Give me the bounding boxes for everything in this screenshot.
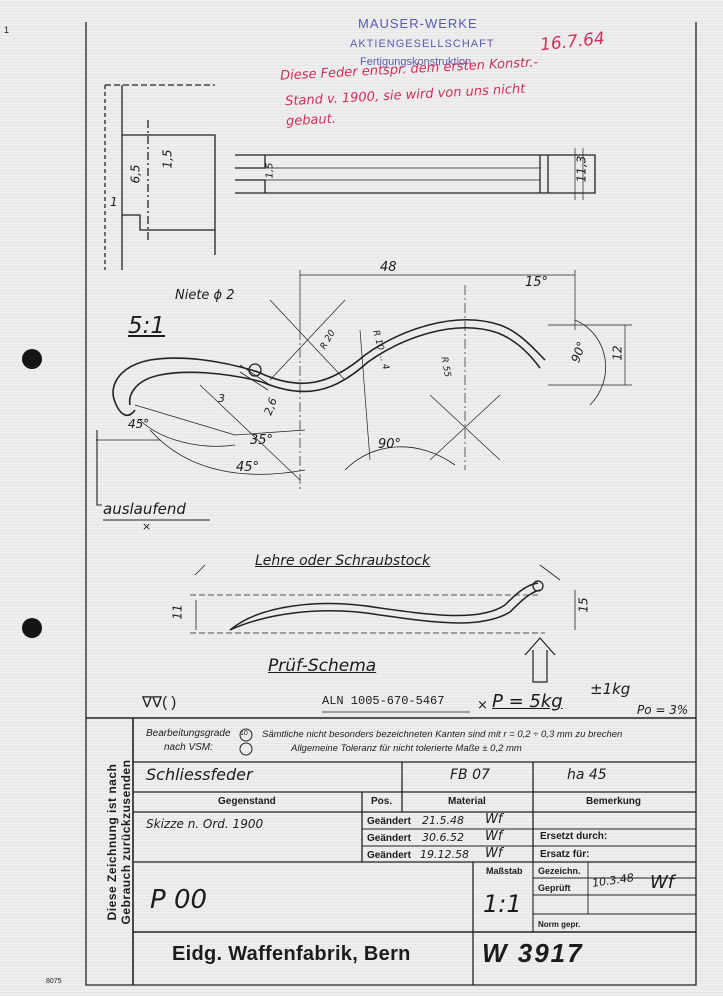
return-note-line2: Gebrauch zurückzusenden — [119, 759, 133, 925]
part-name: Schliessfeder — [146, 765, 253, 784]
dim-1: 1 — [110, 195, 118, 209]
finish-label-2: nach VSM: — [164, 742, 213, 753]
note-line3: gebaut. — [285, 111, 337, 130]
height-12: 12 — [610, 345, 625, 361]
dim-1-5-bar: 1,5 — [264, 162, 276, 179]
change-date-2: 30.6.52 — [422, 831, 464, 844]
change-sign-3: Wf — [485, 846, 503, 861]
standard-number: ALN 1005-670-5467 — [322, 694, 445, 708]
change-sign-2: Wf — [485, 829, 503, 844]
punch-hole-upper — [22, 349, 42, 369]
footer-code: 8075 — [46, 978, 62, 985]
force-tolerance: ±1kg — [590, 680, 631, 698]
rivet-label: Niete ϕ 2 — [175, 288, 235, 303]
dim-1-5-section: 1,5 — [160, 149, 175, 169]
po-value: Po = 3% — [637, 703, 689, 717]
gauge-label: Lehre oder Schraubstock — [255, 553, 431, 569]
stamp-department: Fertigungskonstruktion — [360, 56, 472, 68]
end-mark: × — [142, 520, 152, 533]
sketch-note: Skizze n. Ord. 1900 — [146, 817, 264, 831]
dim-48: 48 — [380, 260, 397, 275]
drawn-by-label: Gezeichn. — [538, 866, 581, 876]
punch-hole-lower — [22, 618, 42, 638]
angle-15: 15° — [525, 275, 549, 290]
replacement-for-label: Ersatz für: — [540, 849, 590, 860]
end-label: auslaufend — [103, 500, 186, 518]
dim-3: 3 — [218, 392, 225, 405]
stamp-company: MAUSER-WERKE — [358, 16, 478, 31]
norm-label: Norm gepr. — [538, 920, 581, 929]
edge-note: Sämtliche nicht besonders bezeichneten K… — [262, 729, 623, 740]
dim-6-5: 6,5 — [128, 164, 143, 184]
scale-label: 5:1 — [128, 313, 166, 339]
angle-90-bottom: 90° — [378, 437, 402, 452]
test-height-left: 11 — [170, 604, 185, 620]
angle-35: 35° — [250, 433, 274, 448]
checked-sign: Wf — [650, 872, 675, 893]
angle-45-hook: 45° — [128, 417, 150, 431]
header-material: Material — [448, 796, 486, 807]
header-pos: Pos. — [371, 796, 393, 807]
replaced-by-label: Ersetzt durch: — [540, 831, 608, 842]
header-bemerkung: Bemerkung — [586, 796, 642, 807]
sheet-frame — [85, 22, 697, 986]
angle-45-lower: 45° — [236, 460, 260, 475]
massstab-label: Maßstab — [486, 866, 523, 876]
massstab-value: 1:1 — [483, 890, 522, 918]
test-height-right: 15 — [576, 597, 591, 613]
test-force: P = 5kg — [492, 691, 563, 712]
spec-mark: × — [477, 698, 488, 713]
change-label-1: Geändert — [367, 816, 411, 827]
finish-label: Bearbeitungsgrade — [146, 728, 231, 739]
company-name: Eidg. Waffenfabrik, Bern — [172, 943, 411, 965]
stamp-company-type: AKTIENGESELLSCHAFT — [350, 38, 495, 50]
drawing-number: W 3917 — [482, 938, 584, 968]
corner-mark: 1 — [4, 25, 10, 35]
change-sign-1: Wf — [485, 812, 503, 827]
header-gegenstand: Gegenstand — [218, 796, 276, 807]
checked-by-label: Geprüft — [538, 883, 571, 893]
change-label-2: Geändert — [367, 833, 411, 844]
test-schema-label: Prüf-Schema — [268, 656, 377, 676]
change-date-1: 21.5.48 — [422, 814, 464, 827]
surface-symbol: ∇∇( ) — [142, 694, 177, 711]
tolerance-note: Allgemeine Toleranz für nicht tolerierte… — [291, 743, 522, 754]
drawing-code: P 00 — [150, 885, 208, 915]
change-label-3: Geändert — [367, 850, 411, 861]
part-code: FB 07 — [450, 767, 490, 783]
return-note-line1: Diese Zeichnung ist nach — [105, 763, 119, 921]
dim-11-3: 11,3 — [574, 155, 589, 183]
change-date-3: 19.12.58 — [420, 848, 469, 861]
material-code: ha 45 — [567, 767, 607, 783]
finish-symbol: 10 — [240, 730, 248, 737]
